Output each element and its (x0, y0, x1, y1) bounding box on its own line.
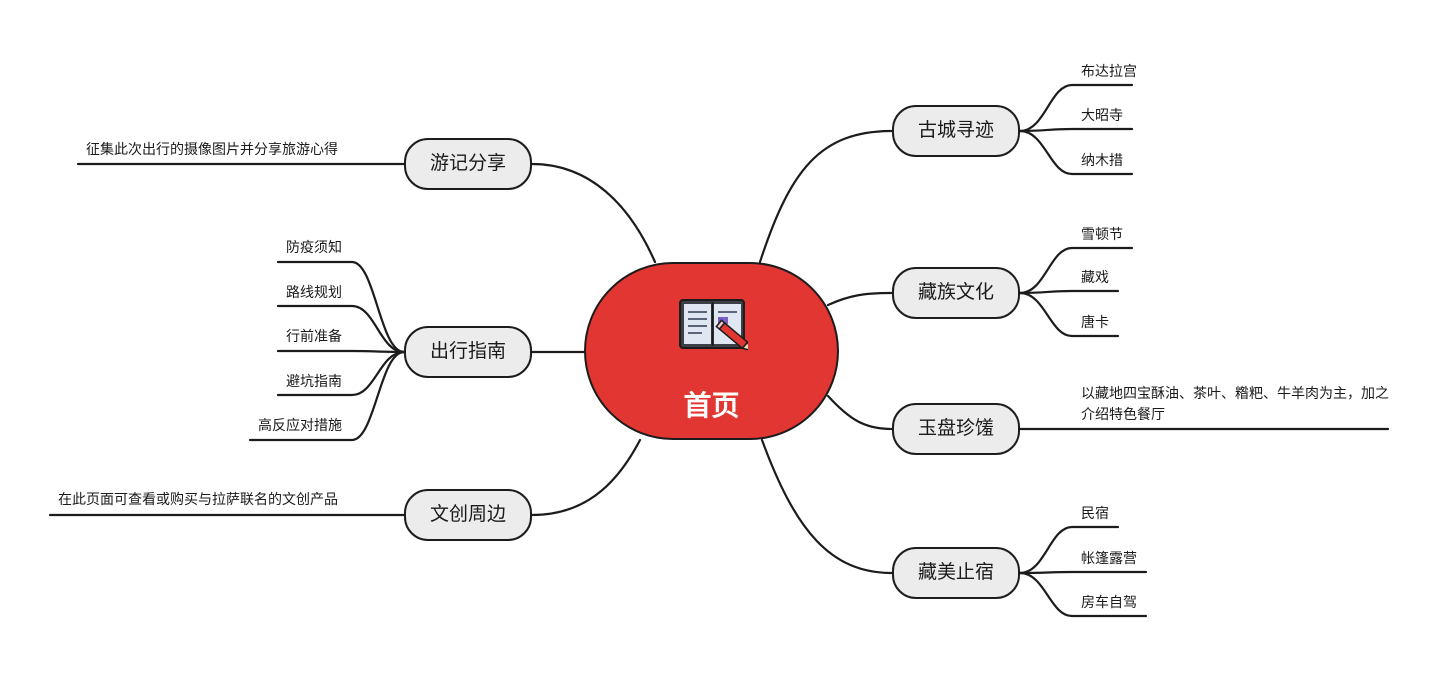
leaf-thangka[interactable]: 唐卡 (1081, 315, 1109, 331)
link-center-wenchuang (530, 438, 642, 517)
leaf-merch-desc[interactable]: 在此页面可查看或购买与拉萨联名的文创产品 (58, 492, 338, 508)
leaf-potala[interactable]: 布达拉宫 (1081, 64, 1137, 80)
branch-yupan[interactable]: 玉盘珍馐 (892, 403, 1020, 455)
leaf-travelogue-desc[interactable]: 征集此次出行的摄像图片并分享旅游心得 (86, 142, 338, 158)
leaf-rv-driving[interactable]: 房车自驾 (1081, 595, 1137, 611)
leaf-namtso[interactable]: 纳木措 (1081, 153, 1123, 169)
leaf-jokhang[interactable]: 大昭寺 (1081, 108, 1123, 124)
branch-gucheng[interactable]: 古城寻迹 (892, 105, 1020, 157)
leaf-cuisine-desc[interactable]: 以藏地四宝酥油、茶叶、糌粑、牛羊肉为主，加之介绍特色餐厅 (1081, 386, 1389, 423)
leaf-homestay[interactable]: 民宿 (1081, 506, 1109, 522)
leaf-tent-camping[interactable]: 帐篷露营 (1081, 551, 1137, 567)
leaf-route-planning[interactable]: 路线规划 (286, 285, 342, 301)
leaf-altitude-measures[interactable]: 高反应对措施 (258, 418, 342, 434)
leaf-epidemic-notice[interactable]: 防疫须知 (286, 240, 342, 256)
branch-chuxing[interactable]: 出行指南 (404, 326, 532, 378)
link-center-youji (530, 162, 657, 264)
leaf-shoton[interactable]: 雪顿节 (1081, 227, 1123, 243)
leaf-tibetan-opera[interactable]: 藏戏 (1081, 270, 1109, 286)
leaf-trip-preparation[interactable]: 行前准备 (286, 329, 342, 345)
book-pencil-icon (679, 299, 748, 352)
link-center-zangzu (826, 291, 894, 307)
center-node[interactable]: 首页 (584, 262, 839, 440)
branch-wenchuang[interactable]: 文创周边 (404, 489, 532, 541)
link-center-gucheng (758, 129, 894, 264)
branch-youji[interactable]: 游记分享 (404, 138, 532, 190)
link-center-zangmei (760, 438, 894, 575)
branch-zangmei[interactable]: 藏美止宿 (892, 547, 1020, 599)
branch-zangzu[interactable]: 藏族文化 (892, 267, 1020, 319)
center-label: 首页 (683, 389, 740, 422)
leaf-pitfall-guide[interactable]: 避坑指南 (286, 374, 342, 390)
link-center-yupan (826, 394, 894, 431)
